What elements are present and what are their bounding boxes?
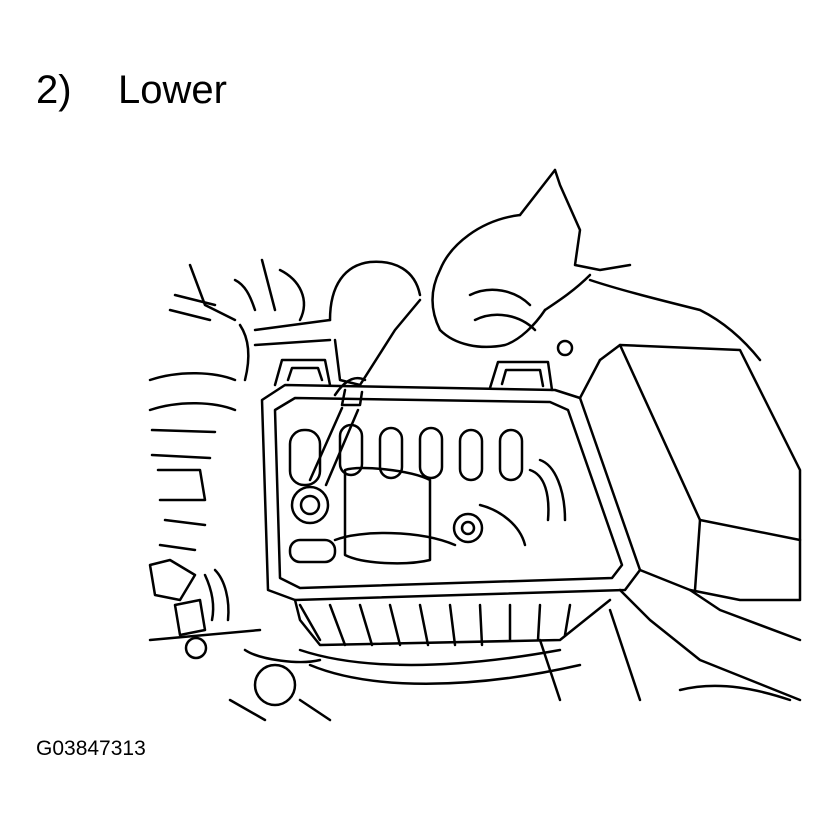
step-label: Lower	[118, 68, 227, 112]
battery-box	[558, 341, 800, 700]
wrench-extension-icon	[310, 378, 365, 485]
hand-icon	[433, 170, 761, 360]
air-cleaner-case-lower	[262, 360, 640, 645]
lower-hoses	[300, 610, 640, 700]
step-number: 2)	[36, 68, 72, 112]
engine-bay-left-components	[150, 260, 330, 720]
figure-id: G03847313	[36, 737, 146, 760]
